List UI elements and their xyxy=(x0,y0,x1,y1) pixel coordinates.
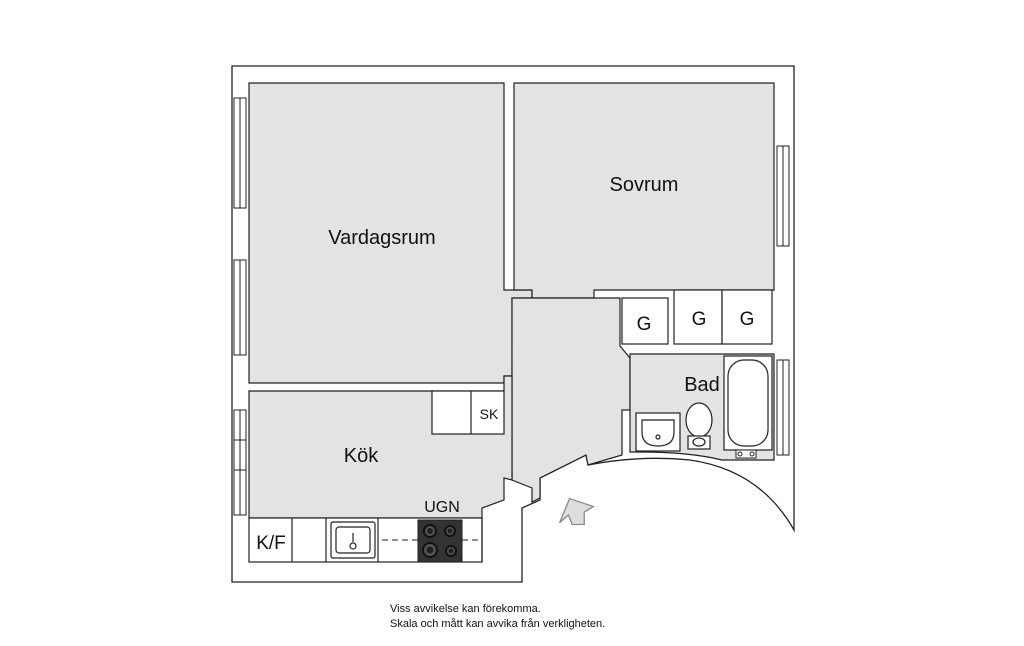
stove-icon xyxy=(417,519,463,563)
closet-3-label: G xyxy=(740,309,755,330)
room-label-bedroom: Sovrum xyxy=(610,174,679,196)
disclaimer: Viss avvikelse kan förekomma. Skala och … xyxy=(390,602,605,632)
room-label-bathroom: Bad xyxy=(684,374,720,396)
fridge-freezer-label: K/F xyxy=(256,533,286,554)
cabinet-label: SK xyxy=(480,406,499,422)
bathtub-icon xyxy=(723,355,773,451)
room-label-living: Vardagsrum xyxy=(328,227,435,249)
cabinet-sk xyxy=(431,390,505,435)
closet-1 xyxy=(621,297,669,345)
faucet-icon xyxy=(735,449,757,459)
washbasin-icon xyxy=(635,412,681,452)
kitchen-sink-icon xyxy=(330,521,376,559)
closet-3 xyxy=(721,289,773,345)
hallway-floor xyxy=(511,297,631,503)
entrance-arrow-icon xyxy=(559,497,595,526)
closet-2-label: G xyxy=(692,309,707,330)
closet-1-label: G xyxy=(637,314,652,335)
disclaimer-line-2: Skala och mått kan avvika från verklighe… xyxy=(390,618,606,630)
toilet-icon xyxy=(685,402,713,450)
windows-right xyxy=(776,145,790,456)
windows-left xyxy=(233,97,247,516)
room-label-kitchen: Kök xyxy=(344,445,379,467)
oven-label: UGN xyxy=(424,499,460,516)
disclaimer-line-1: Viss avvikelse kan förekomma. xyxy=(390,603,541,615)
closets xyxy=(621,289,773,345)
